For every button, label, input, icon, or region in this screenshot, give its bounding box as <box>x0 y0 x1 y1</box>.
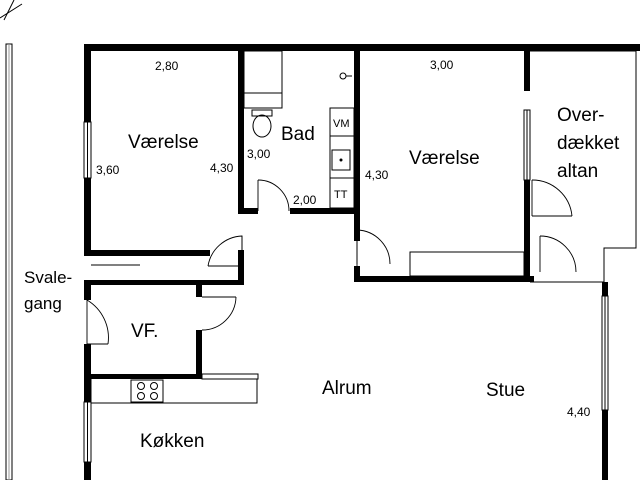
room-label-stue: Stue <box>486 380 525 401</box>
room-label-bad: Bad <box>281 124 315 145</box>
room-label-altan-3: altan <box>557 161 598 182</box>
windows <box>83 109 609 463</box>
room-label-vaerelse-right: Værelse <box>409 148 480 169</box>
dim-right-room-width: 3,00 <box>430 58 454 72</box>
stove-icon <box>130 379 164 403</box>
room-label-altan-2: dækket <box>557 133 620 154</box>
dim-bath-width: 2,00 <box>293 193 317 207</box>
dim-stue-depth: 4,40 <box>567 405 591 419</box>
door-swings <box>86 179 577 345</box>
toilet-icon <box>251 109 273 138</box>
room-label-svalegang-1: Svale- <box>24 268 72 287</box>
label-washing-machine: VM <box>333 118 350 130</box>
dim-left-room-width: 2,80 <box>155 59 179 73</box>
dim-right-room-depth: 4,30 <box>365 168 389 182</box>
room-label-vf: VF. <box>131 321 158 342</box>
room-label-svalegang-2: gang <box>24 294 62 313</box>
thin-lines <box>90 50 637 404</box>
room-label-vaerelse-left: Værelse <box>128 132 199 153</box>
sink-icon <box>331 149 351 171</box>
dim-left-room-depth-inner: 4,30 <box>210 161 234 175</box>
room-label-altan-1: Over- <box>557 105 605 126</box>
room-label-koekken: Køkken <box>140 431 204 452</box>
walls <box>84 44 640 480</box>
corner-mark <box>0 0 23 21</box>
faucet-icon <box>339 72 352 80</box>
svalegang-strip <box>5 43 13 480</box>
dim-left-room-depth-outer: 3,60 <box>96 163 120 177</box>
dim-bath-depth: 3,00 <box>247 147 271 161</box>
room-label-alrum: Alrum <box>322 378 372 399</box>
label-dryer: TT <box>334 189 348 201</box>
